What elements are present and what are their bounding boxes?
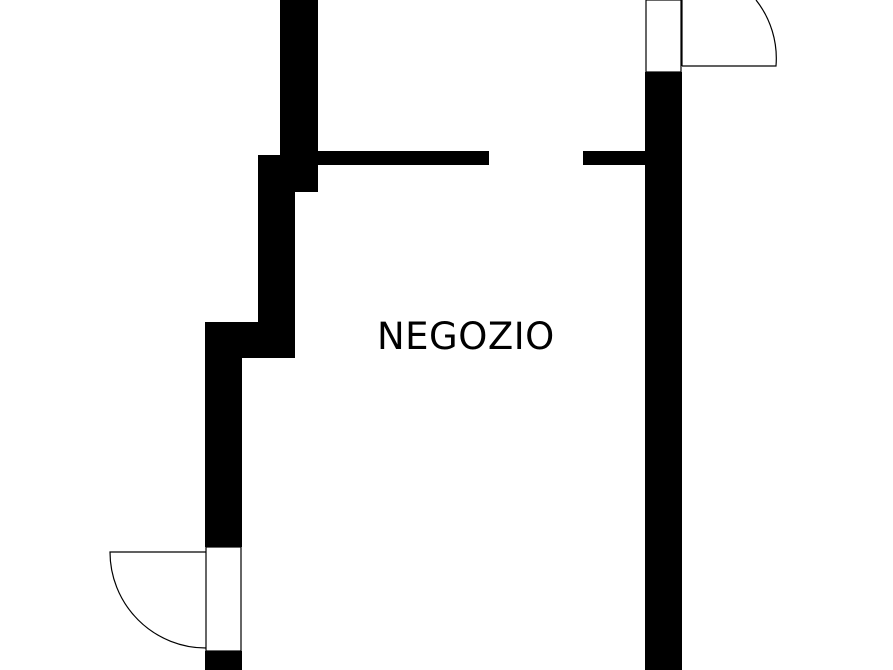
door-leaf-top-right [645, 0, 682, 73]
door-swing-bottom-left [109, 551, 207, 649]
door-leaf-bottom-left [205, 546, 242, 652]
wall-left-bottom [205, 651, 242, 670]
partition-wall-left [318, 151, 489, 165]
wall-right-vertical [645, 72, 682, 670]
room-label-negozio: NEGOZIO [377, 315, 555, 358]
wall-left-vertical [205, 322, 242, 547]
door-swing-top-right [682, 0, 777, 67]
partition-wall-right [583, 151, 647, 165]
